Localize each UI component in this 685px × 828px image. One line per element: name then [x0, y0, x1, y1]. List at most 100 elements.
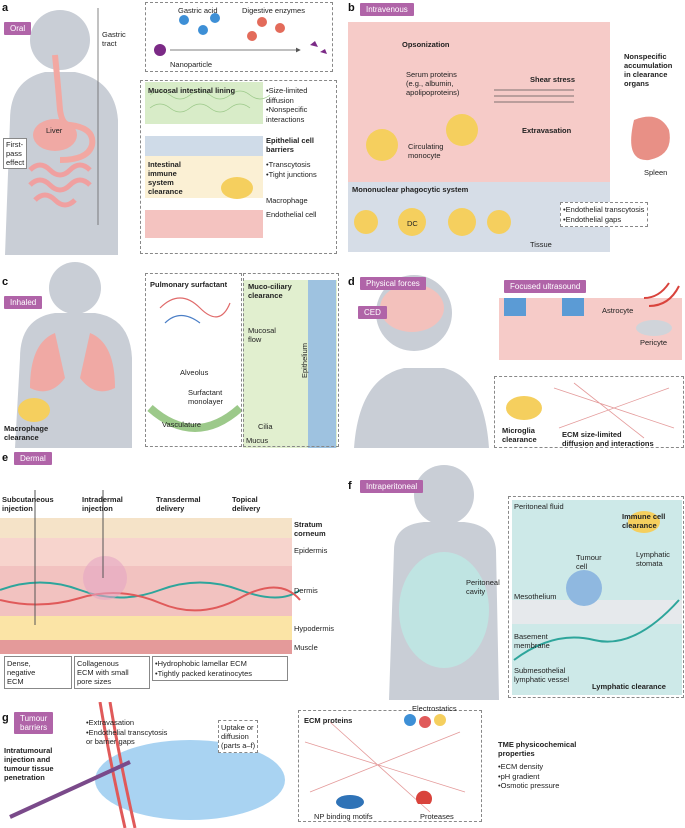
first-pass-label: First- pass effect: [3, 138, 28, 169]
tme-bullet: ECM density: [498, 762, 559, 772]
panel-g-tag: Tumour barriers: [14, 712, 54, 734]
ced-tag: CED: [358, 306, 387, 319]
route-intradermal: Intradermal injection: [82, 495, 123, 513]
gastric-acid-label: Gastric acid: [178, 6, 218, 15]
immune-clearance-label: Intestinal immune system clearance: [148, 160, 183, 196]
extravasation-label: Extravasation: [522, 126, 572, 135]
barrier-bullet: Extravasation: [86, 718, 196, 728]
clearance-box: [494, 376, 684, 448]
layer-muscle: Muscle: [294, 643, 318, 652]
endothelial-bullets: Endothelial transcytosis Endothelial gap…: [560, 202, 648, 227]
muco-ciliary-label: Muco-ciliary clearance: [248, 282, 292, 300]
panel-a-tag: Oral: [4, 22, 32, 35]
endothelial-bullet: Endothelial transcytosis: [563, 205, 645, 215]
panel-e-illustration: [0, 490, 301, 654]
transcytosis-bullets: Transcytosis Tight junctions: [266, 160, 317, 179]
alveolus-label: Alveolus: [180, 368, 209, 377]
peritoneum-box: [508, 496, 684, 698]
np-binding-label: NP binding motifs: [314, 812, 373, 821]
submesothelial-label: Submesothelial lymphatic vessel: [514, 666, 570, 684]
tme-bullets: ECM density pH gradient Osmotic pressure: [498, 762, 560, 791]
mucosal-lining-label: Mucosal intestinal lining: [148, 86, 236, 95]
microglia-label: Microglia clearance: [502, 426, 537, 444]
mucosal-bullets: Size-limited diffusion Nonspecific inter…: [266, 86, 334, 124]
layer-dermis: Dermis: [294, 586, 318, 595]
epithelium-label: Epithelium: [300, 342, 309, 378]
panel-d-letter: d: [348, 276, 355, 288]
surfactant-monolayer-label: Surfactant monolayer: [188, 388, 224, 406]
panel-g-letter: g: [2, 712, 9, 724]
spleen-label: Spleen: [644, 168, 668, 177]
vasculature-label: Vasculature: [162, 420, 202, 429]
panel-f: f Intraperitoneal Peritoneal fluid Immun…: [344, 450, 685, 700]
endothelial-cell-label: Endothelial cell: [266, 210, 317, 219]
panel-b-letter: b: [348, 2, 355, 14]
mucus-label: Mucus: [246, 436, 269, 445]
box-dense-ecm: Dense, negative ECM: [4, 656, 72, 689]
hydrophobic-bullet: Tightly packed keratinocytes: [155, 669, 285, 679]
nonspecific-label: Nonspecific accumulation in clearance or…: [624, 52, 673, 88]
macrophage-label: Macrophage: [266, 196, 308, 205]
hydrophobic-bullet: Hydrophobic lamellar ECM: [155, 659, 285, 669]
tme-title: TME physicochemical properties: [498, 740, 577, 758]
barrier-bullet: Endothelial transcytosis or barrier gaps: [86, 728, 196, 747]
endothelial-bullet: Endothelial gaps: [563, 215, 645, 225]
astrocyte-label: Astrocyte: [602, 306, 634, 315]
stomach-box: [145, 2, 333, 72]
tme-bullet: pH gradient: [498, 772, 559, 782]
tumour-cell-label: Tumour cell: [576, 553, 602, 571]
lymphatic-clearance-label: Lymphatic clearance: [592, 682, 666, 691]
muco-ciliary-box: [243, 273, 339, 447]
panel-g-illustration: [9, 702, 480, 828]
barrier-bullets: Extravasation Endothelial transcytosis o…: [86, 718, 196, 747]
tissue-label: Tissue: [530, 240, 552, 249]
immune-cell-label: Immune cell clearance: [622, 512, 666, 530]
transcytosis-bullet: Tight junctions: [266, 170, 317, 180]
serum-proteins-label: Serum proteins (e.g., albumin, apolipopr…: [406, 70, 460, 97]
panel-e: e Dermal Subcutaneous injection Intrader…: [0, 450, 340, 700]
intestine-box: [140, 80, 337, 254]
route-subcutaneous: Subcutaneous injection: [2, 495, 54, 513]
opsonization-label: Opsonization: [402, 40, 450, 49]
panel-g: g Tumour barriers Extravasation Endothel…: [0, 702, 685, 828]
proteases-label: Proteases: [420, 812, 454, 821]
panel-b: b Intravenous Opsonization Serum protein…: [344, 0, 685, 255]
panel-e-tag: Dermal: [14, 452, 52, 465]
electrostatics-label: Electrostatics: [412, 704, 457, 713]
panel-c: c Inhaled Pulmonary surfactant Alveolus …: [0, 258, 340, 448]
pericyte-label: Pericyte: [640, 338, 668, 347]
basement-membrane-label: Basement membrane: [514, 632, 550, 650]
mesothelium-label: Mesothelium: [514, 592, 557, 601]
layer-stratum: Stratum corneum: [294, 520, 326, 538]
nanoparticle-label: Nanoparticle: [170, 60, 213, 69]
circulating-monocyte-label: Circulating monocyte: [408, 142, 444, 160]
panel-c-illustration: [15, 262, 337, 448]
panel-a-letter: a: [2, 2, 9, 14]
cilia-label: Cilia: [258, 422, 273, 431]
surfactant-box: [145, 273, 242, 447]
lymphatic-stomata-label: Lymphatic stomata: [636, 550, 670, 568]
panel-f-tag: Intraperitoneal: [360, 480, 424, 493]
tme-bullet: Osmotic pressure: [498, 781, 560, 791]
panel-c-letter: c: [2, 276, 9, 288]
ecm-limited-label: ECM size-limited diffusion and interacti…: [562, 430, 654, 448]
panel-a: a Oral Gastric acid Digestive enzymes Na…: [0, 0, 340, 255]
ecm-proteins-box: [298, 710, 482, 822]
panel-b-illustration: [348, 22, 670, 252]
gastric-tract-label: Gastric tract: [102, 30, 126, 48]
ecm-proteins-label: ECM proteins: [304, 716, 353, 725]
route-topical: Topical delivery: [232, 495, 261, 513]
panel-f-illustration: [389, 465, 682, 700]
layer-epidermis: Epidermis: [294, 546, 328, 555]
dc-label: DC: [407, 219, 418, 228]
box-hydrophobic: Hydrophobic lamellar ECM Tightly packed …: [152, 656, 288, 681]
focused-ultrasound-tag: Focused ultrasound: [504, 280, 587, 293]
panel-c-tag: Inhaled: [4, 296, 43, 309]
pulmonary-surfactant-label: Pulmonary surfactant: [150, 280, 228, 289]
mucosal-flow-label: Mucosal flow: [248, 326, 276, 344]
liver-label: Liver: [46, 126, 63, 135]
box-collagenous-ecm: Collagenous ECM with small pore sizes: [74, 656, 150, 689]
epithelial-barriers-label: Epithelial cell barriers: [266, 136, 314, 154]
digestive-enzymes-label: Digestive enzymes: [242, 6, 305, 15]
layer-hypodermis: Hypodermis: [294, 624, 335, 633]
